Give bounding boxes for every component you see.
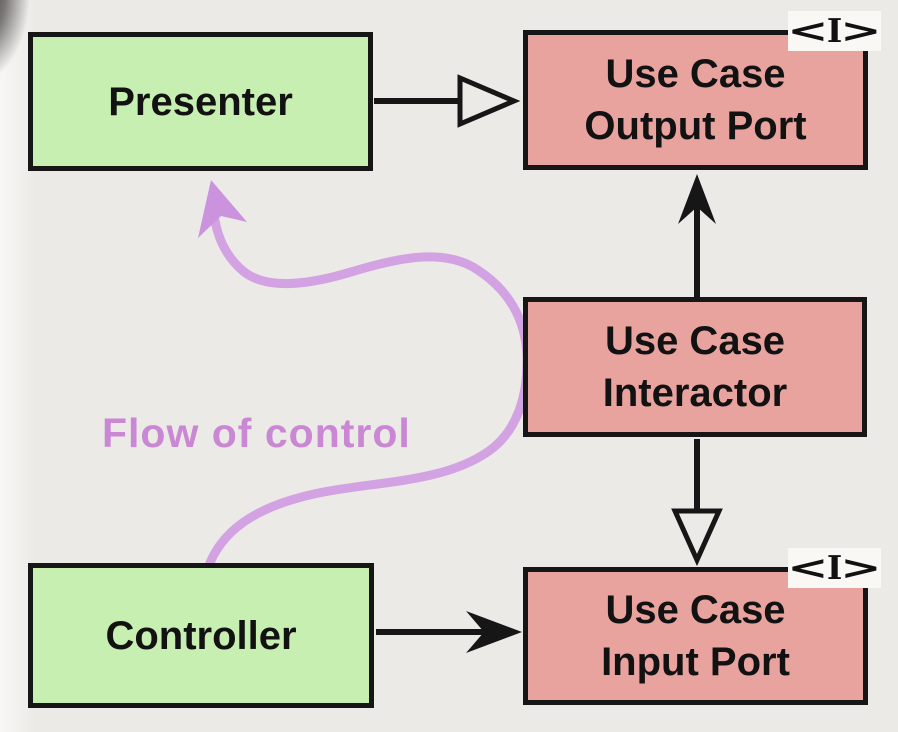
node-use-case-input-port-label-line1: Use Case — [605, 588, 786, 632]
interface-marker-close-bracket: > — [840, 11, 882, 50]
interface-marker-close-bracket: > — [840, 548, 882, 587]
node-use-case-interactor-label-line2: Interactor — [602, 371, 788, 415]
flow-of-control-label: Flow of control — [102, 410, 411, 456]
interface-marker-open-bracket: < — [787, 11, 829, 50]
node-use-case-input-port-label-line2: Input Port — [601, 640, 790, 684]
node-controller-label: Controller — [105, 613, 297, 658]
interface-marker: < I > — [787, 548, 882, 588]
edge-controller-to-input-port-solid-arrowhead — [466, 611, 522, 653]
interface-marker-letter: I — [826, 548, 843, 587]
node-use-case-output-port: < I > Use Case Output Port — [523, 11, 882, 170]
interface-marker-letter: I — [826, 11, 843, 50]
edge-interactor-to-input-port-open-triangle-arrowhead — [671, 508, 723, 567]
node-use-case-output-port-label-line1: Use Case — [605, 52, 786, 96]
interface-marker: < I > — [787, 11, 882, 51]
edge-interactor-to-output-port-solid-arrowhead — [678, 174, 716, 224]
node-use-case-output-port-label-line2: Output Port — [584, 104, 807, 148]
flow-of-control-arrowhead — [198, 180, 247, 238]
node-presenter-label: Presenter — [108, 79, 293, 124]
flow-of-control-curve — [203, 197, 532, 573]
node-use-case-input-port: < I > Use Case Input Port — [523, 548, 882, 705]
node-use-case-interactor: Use Case Interactor — [523, 297, 867, 437]
node-use-case-interactor-label-line1: Use Case — [604, 319, 786, 363]
edge-presenter-to-output-port-open-triangle-arrowhead — [457, 74, 521, 128]
node-presenter: Presenter — [28, 32, 373, 171]
interface-marker-open-bracket: < — [787, 548, 829, 587]
node-controller: Controller — [28, 563, 374, 708]
